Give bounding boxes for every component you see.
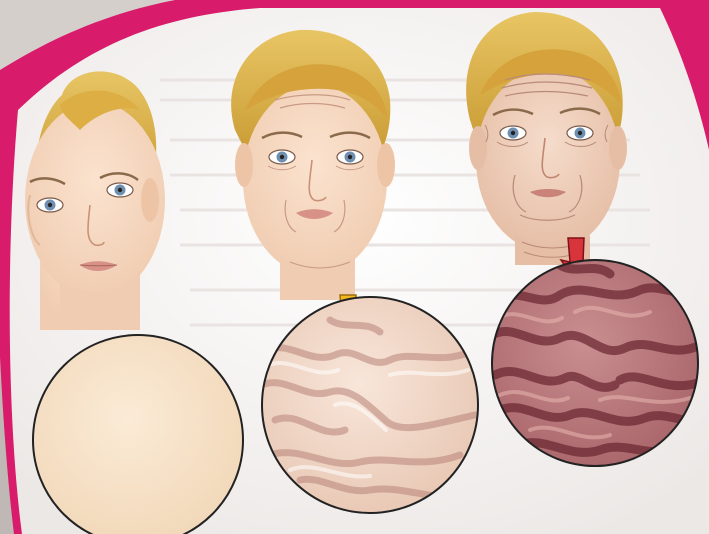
elderly-skin-closeup bbox=[492, 260, 700, 466]
middle-skin-closeup bbox=[262, 297, 478, 513]
young-skin-closeup bbox=[33, 335, 243, 534]
